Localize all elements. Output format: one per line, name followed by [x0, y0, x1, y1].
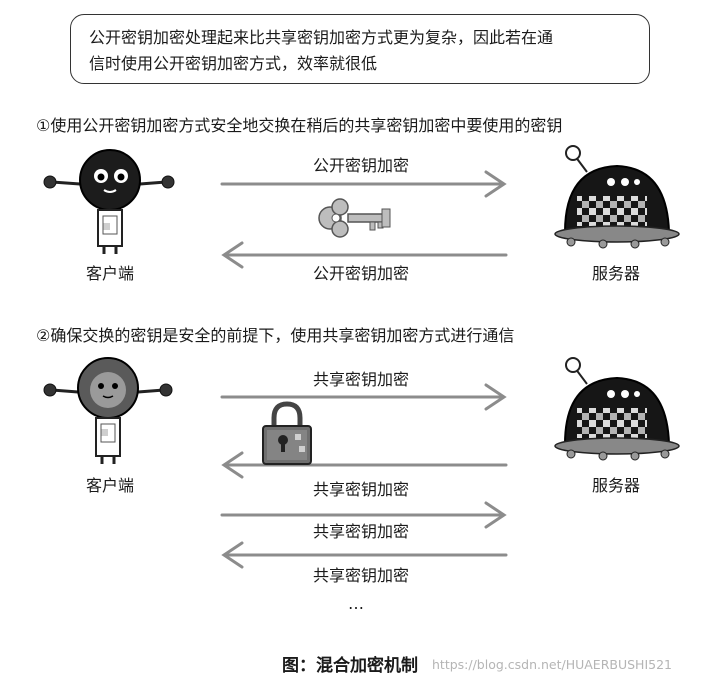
- server-robot-icon: [555, 146, 679, 248]
- server-robot-icon: [555, 358, 679, 460]
- step1-server-label: 服务器: [568, 264, 664, 284]
- step2-arrow-2-label: 共享密钥加密: [296, 480, 426, 500]
- step2-arrow-4-label: 共享密钥加密: [296, 566, 426, 586]
- step1-client-label: 客户端: [62, 264, 158, 284]
- figure-caption: 图：混合加密机制: [282, 651, 418, 676]
- step1-top-arrow-label: 公开密钥加密: [296, 156, 426, 176]
- step2-arrow-4: [224, 543, 506, 567]
- step2-arrow-1-label: 共享密钥加密: [296, 370, 426, 390]
- key-icon: [319, 199, 390, 237]
- client-robot-icon: [44, 150, 174, 254]
- step2-arrow-3-label: 共享密钥加密: [296, 522, 426, 542]
- step2-client-label: 客户端: [62, 476, 158, 496]
- padlock-icon: [263, 404, 311, 464]
- step2-ellipsis: …: [336, 594, 376, 614]
- step2-server-label: 服务器: [568, 476, 664, 496]
- watermark: https://blog.csdn.net/HUAERBUSHI521: [432, 657, 672, 672]
- client-robot-icon: [44, 358, 172, 464]
- step1-bottom-arrow-label: 公开密钥加密: [296, 264, 426, 284]
